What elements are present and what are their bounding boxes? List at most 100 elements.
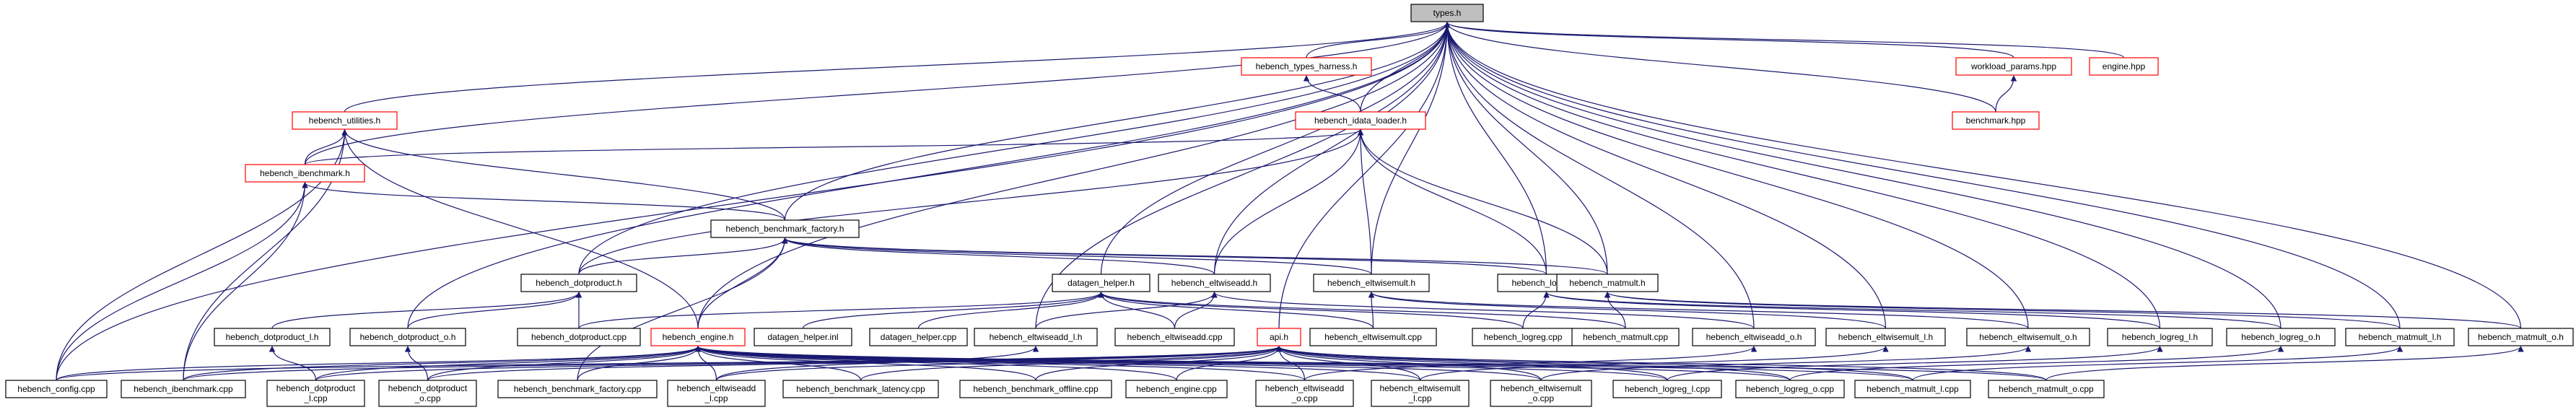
node-hebench-dotproduct-cpp[interactable]: hebench_dotproduct.cpp: [517, 328, 641, 346]
node-box: [2107, 328, 2213, 346]
node-hebench-matmult-l-h[interactable]: hebench_matmult_l.h: [2345, 328, 2455, 346]
node-label: hebench_dotproduct: [388, 383, 468, 393]
node-datagen-helper-h[interactable]: datagen_helper.h: [1052, 274, 1151, 292]
node-label: hebench_benchmark_factory.h: [726, 224, 844, 234]
node-hebench-dotproduct-l-cpp[interactable]: hebench_dotproduct_l.cpp: [266, 380, 365, 407]
node-hebench-dotproduct-l-h[interactable]: hebench_dotproduct_l.h: [214, 328, 331, 346]
node-hebench-engine-cpp[interactable]: hebench_engine.cpp: [1125, 380, 1228, 398]
edge-hebench-logreg-l-cpp-to-api-h: [1275, 346, 1668, 381]
node-label: hebench_eltwisemult.h: [1327, 278, 1415, 288]
node-workload-params-hpp[interactable]: workload_params.hpp: [1955, 57, 2072, 76]
node-datagen-helper-cpp[interactable]: datagen_helper.cpp: [869, 328, 968, 346]
edge-hebench-matmult-l-h-to-hebench-matmult-h: [1604, 292, 2401, 329]
edge-hebench-benchmark-offline-cpp-to-api-h: [1035, 346, 1283, 381]
node-hebench-logreg-o-cpp[interactable]: hebench_logreg_o.cpp: [1735, 380, 1845, 398]
edge-hebench-ibenchmark-cpp-to-hebench-ibenchmark-h: [183, 182, 308, 381]
node-box: [378, 380, 477, 407]
node-types-h[interactable]: types.h: [1410, 4, 1484, 22]
edge-hebench-dotproduct-l-cpp-to-api-h: [315, 346, 1282, 381]
node-box: [1825, 328, 1946, 346]
node-hebench-eltwisemult-cpp[interactable]: hebench_eltwisemult.cpp: [1309, 328, 1437, 346]
edge-hebench-matmult-o-h-to-types-h: [1444, 22, 2522, 329]
node-hebench-eltwiseadd-o-h[interactable]: hebench_eltwiseadd_o.h: [1692, 328, 1816, 346]
node-box: [1988, 380, 2105, 398]
node-hebench-utilities-h[interactable]: hebench_utilities.h: [292, 111, 398, 130]
node-hebench-engine-h[interactable]: hebench_engine.h: [650, 328, 746, 346]
node-hebench-matmult-cpp[interactable]: hebench_matmult.cpp: [1571, 328, 1680, 346]
node-hebench-idata-loader-h[interactable]: hebench_idata_loader.h: [1295, 111, 1426, 130]
node-box: [1571, 328, 1680, 346]
node-label: hebench_logreg_l.h: [2122, 332, 2198, 342]
node-label: hebench_eltwiseadd: [1265, 383, 1344, 393]
node-benchmark-hpp[interactable]: benchmark.hpp: [1952, 111, 2040, 130]
edge-hebench-dotproduct-o-cpp-to-hebench-engine-h: [427, 346, 702, 381]
node-hebench-dotproduct-o-cpp[interactable]: hebench_dotproduct_o.cpp: [378, 380, 477, 407]
node-label: hebench_ibenchmark.h: [260, 168, 350, 178]
node-hebench-matmult-h[interactable]: hebench_matmult.h: [1556, 274, 1659, 292]
node-hebench-matmult-o-h[interactable]: hebench_matmult_o.h: [2468, 328, 2574, 346]
edge-hebench-dotproduct-h-to-hebench-benchmark-factory-h: [578, 237, 788, 275]
node-box: [1313, 274, 1430, 292]
node-hebench-benchmark-offline-cpp[interactable]: hebench_benchmark_offline.cpp: [959, 380, 1112, 398]
edge-hebench-dotproduct-o-h-to-types-h: [407, 22, 1451, 329]
node-hebench-matmult-l-cpp[interactable]: hebench_matmult_l.cpp: [1854, 380, 1971, 398]
node-hebench-eltwiseadd-l-h[interactable]: hebench_eltwiseadd_l.h: [974, 328, 1098, 346]
edge-hebench-eltwisemult-h-to-hebench-benchmark-factory-h: [782, 237, 1372, 275]
node-label: _l.cpp: [1407, 393, 1431, 403]
node-hebench-logreg-cpp[interactable]: hebench_logreg.cpp: [1472, 328, 1574, 346]
edge-hebench-engine-cpp-to-hebench-engine-h: [694, 346, 1177, 381]
edge-hebench-eltwiseadd-l-cpp-to-api-h: [715, 346, 1282, 381]
node-hebench-eltwiseadd-o-cpp[interactable]: hebench_eltwiseadd_o.cpp: [1255, 380, 1354, 407]
node-hebench-ibenchmark-cpp[interactable]: hebench_ibenchmark.cpp: [121, 380, 246, 398]
node-hebench-benchmark-factory-cpp[interactable]: hebench_benchmark_factory.cpp: [497, 380, 658, 398]
node-hebench-types-harness-h[interactable]: hebench_types_harness.h: [1241, 57, 1372, 76]
node-hebench-eltwiseadd-l-cpp[interactable]: hebench_eltwiseadd_l.cpp: [667, 380, 766, 407]
node-label: _o.cpp: [1527, 393, 1554, 403]
node-label: hebench_logreg.cpp: [1484, 332, 1563, 342]
edge-hebench-dotproduct-l-h-to-hebench-dotproduct-h: [271, 292, 582, 329]
node-box: [1612, 380, 1722, 398]
node-engine-hpp[interactable]: engine.hpp: [2089, 57, 2159, 76]
node-hebench-eltwiseadd-h[interactable]: hebench_eltwiseadd.h: [1158, 274, 1271, 292]
node-box: [2089, 57, 2159, 76]
node-hebench-benchmark-factory-h[interactable]: hebench_benchmark_factory.h: [710, 219, 860, 238]
node-hebench-eltwisemult-l-cpp[interactable]: hebench_eltwisemult_l.cpp: [1371, 380, 1470, 407]
node-api-h[interactable]: api.h: [1257, 328, 1301, 346]
node-datagen-helper-inl[interactable]: datagen_helper.inl: [754, 328, 852, 346]
node-box: [349, 328, 466, 346]
edge-hebench-idata-loader-h-to-types-h: [1360, 22, 1451, 113]
node-hebench-eltwisemult-o-cpp[interactable]: hebench_eltwisemult_o.cpp: [1490, 380, 1592, 407]
edge-hebench-matmult-o-cpp-to-hebench-engine-h: [695, 346, 2047, 381]
node-label: hebench_dotproduct_l.h: [226, 332, 319, 342]
node-hebench-logreg-l-cpp[interactable]: hebench_logreg_l.cpp: [1612, 380, 1722, 398]
node-hebench-eltwisemult-l-h[interactable]: hebench_eltwisemult_l.h: [1825, 328, 1946, 346]
edge-hebench-idata-loader-h-to-hebench-types-harness-h: [1303, 75, 1361, 113]
node-hebench-dotproduct-h[interactable]: hebench_dotproduct.h: [520, 274, 637, 292]
node-label: hebench_idata_loader.h: [1314, 115, 1407, 126]
node-hebench-logreg-o-h[interactable]: hebench_logreg_o.h: [2226, 328, 2336, 346]
edge-hebench-eltwisemult-o-cpp-to-hebench-engine-h: [695, 346, 1542, 381]
edge-hebench-matmult-cpp-to-datagen-helper-h: [1098, 292, 1626, 329]
edge-hebench-eltwiseadd-h-to-hebench-idata-loader-h: [1213, 129, 1364, 275]
node-box: [1692, 328, 1816, 346]
node-box: [214, 328, 331, 346]
edge-hebench-dotproduct-l-cpp-to-hebench-engine-h: [315, 346, 702, 381]
node-hebench-dotproduct-o-h[interactable]: hebench_dotproduct_o.h: [349, 328, 466, 346]
node-label: hebench_config.cpp: [17, 384, 95, 394]
node-hebench-eltwisemult-o-h[interactable]: hebench_eltwisemult_o.h: [1966, 328, 2090, 346]
node-hebench-eltwiseadd-cpp[interactable]: hebench_eltwiseadd.cpp: [1114, 328, 1235, 346]
node-box: [2345, 328, 2455, 346]
node-hebench-ibenchmark-h[interactable]: hebench_ibenchmark.h: [245, 164, 365, 183]
edge-hebench-eltwisemult-l-cpp-to-hebench-eltwisemult-l-h: [1419, 346, 1889, 381]
edge-hebench-utilities-h-to-types-h: [344, 22, 1450, 113]
node-hebench-matmult-o-cpp[interactable]: hebench_matmult_o.cpp: [1988, 380, 2105, 398]
node-box: [974, 328, 1098, 346]
node-hebench-eltwisemult-h[interactable]: hebench_eltwisemult.h: [1313, 274, 1430, 292]
node-box: [1125, 380, 1228, 398]
node-hebench-logreg-l-h[interactable]: hebench_logreg_l.h: [2107, 328, 2213, 346]
edge-hebench-engine-h-to-hebench-utilities-h: [341, 129, 699, 329]
edges-layer: [56, 22, 2524, 381]
node-hebench-config-cpp[interactable]: hebench_config.cpp: [5, 380, 108, 398]
nodes-layer: types.h hebench_types_harness.h workload_p…: [5, 4, 2574, 407]
node-hebench-benchmark-latency-cpp[interactable]: hebench_benchmark_latency.cpp: [782, 380, 939, 398]
